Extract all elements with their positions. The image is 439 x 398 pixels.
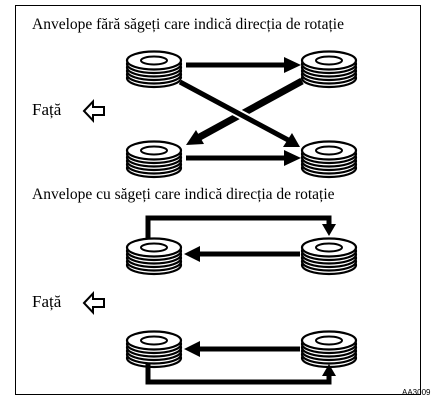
tire-rear-right	[300, 140, 358, 179]
arrow-rear-left-to-rear-right	[186, 150, 301, 166]
arrow-bottom-bracket-to-right	[145, 364, 336, 385]
tire-rear-left	[125, 140, 183, 179]
tire-front-right	[300, 50, 358, 89]
front-label: Față	[32, 100, 62, 119]
tire-front-left	[125, 50, 183, 89]
arrow-right-to-left-upper	[184, 246, 300, 262]
tire-front-left	[125, 237, 183, 276]
section-title-with-arrows: Anvelope cu săgeți care indică direcția …	[32, 186, 335, 203]
arrow-right-to-left-lower	[184, 341, 300, 357]
arrow-top-bracket-to-right	[145, 215, 336, 238]
arrow-front-left-to-front-right	[186, 57, 301, 73]
section-title-no-arrows: Anvelope fără săgeți care indică direcți…	[32, 16, 344, 33]
tire-rear-right	[300, 237, 358, 276]
tire-front-left-lower	[125, 330, 183, 369]
front-label: Față	[32, 292, 62, 311]
hollow-left-arrow-icon	[82, 98, 105, 124]
arrow-front-left-to-rear-right	[177, 78, 300, 147]
figure-code: AA3009	[402, 388, 431, 397]
hollow-left-arrow-icon	[82, 290, 105, 316]
arrow-front-right-to-rear-left	[186, 77, 304, 145]
tire-rear-right-lower	[300, 330, 358, 369]
